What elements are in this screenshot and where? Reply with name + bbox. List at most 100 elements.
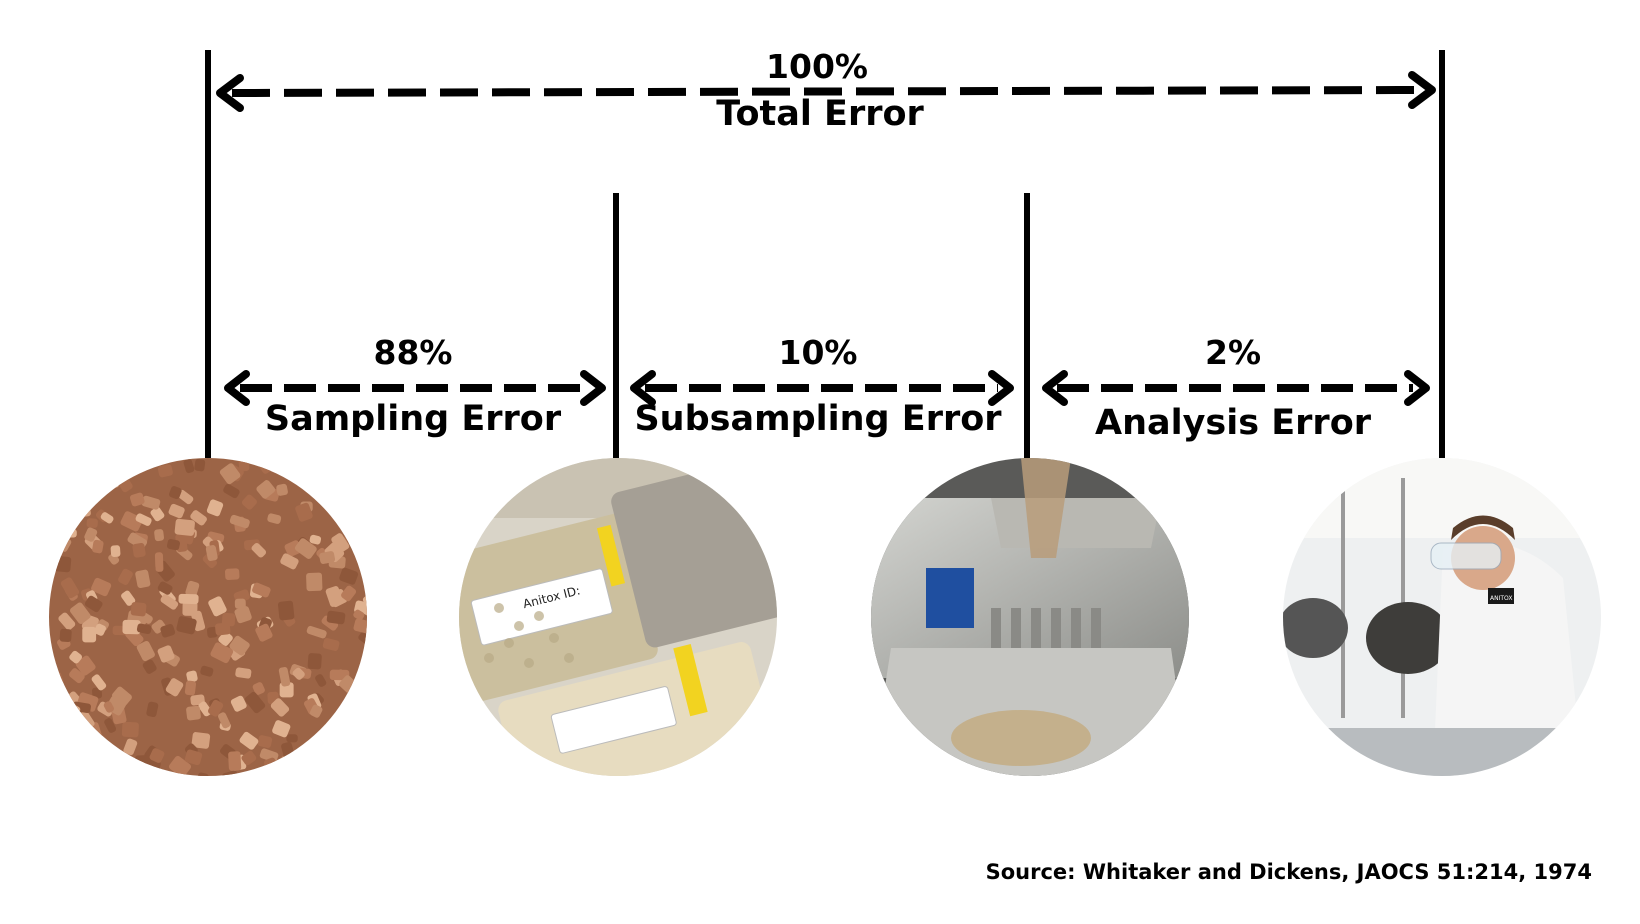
- pellet: [339, 567, 359, 585]
- pellet: [121, 590, 136, 606]
- total-percent: 100%: [766, 47, 868, 86]
- subsampling-percent: 10%: [778, 333, 858, 372]
- pellet: [255, 623, 273, 642]
- pellet: [228, 751, 242, 771]
- pellet: [130, 602, 147, 617]
- analysis-percent: 2%: [1204, 333, 1262, 372]
- pellet: [278, 667, 291, 687]
- pellet: [150, 506, 165, 522]
- pellet: [54, 556, 72, 573]
- pellet: [178, 593, 199, 605]
- pellet: [135, 569, 151, 589]
- pellet: [306, 625, 327, 639]
- pellet: [112, 686, 132, 706]
- sample-bags-image: Anitox ID:: [459, 458, 777, 776]
- pellet: [256, 480, 276, 499]
- pellet: [241, 750, 257, 766]
- pellets-image: [49, 458, 367, 776]
- pellet: [208, 596, 227, 617]
- pellet: [341, 585, 357, 602]
- pellet: [292, 667, 305, 680]
- pellet: [322, 637, 340, 651]
- lab-scientist-image: ANITOX: [1283, 458, 1601, 776]
- pellet: [196, 772, 209, 776]
- pellet: [353, 618, 367, 634]
- pellet: [186, 670, 198, 683]
- pellet: [60, 577, 80, 599]
- source-citation: Source: Whitaker and Dickens, JAOCS 51:2…: [985, 860, 1592, 884]
- analysis-arrow: [1042, 370, 1430, 406]
- pellet: [215, 622, 231, 636]
- pellet: [241, 494, 257, 510]
- pellet: [309, 704, 323, 718]
- pellet: [160, 624, 176, 638]
- pellet: [177, 489, 194, 505]
- pellet: [286, 734, 298, 743]
- total-arrow: [216, 71, 1436, 112]
- pellet: [321, 615, 339, 631]
- pellet: [234, 598, 246, 609]
- pellet: [206, 626, 218, 638]
- pellet: [94, 623, 106, 636]
- pellet: [267, 513, 282, 524]
- pellet: [252, 582, 271, 598]
- pellet: [174, 518, 195, 536]
- pellet: [194, 458, 206, 472]
- pellet: [234, 606, 252, 624]
- pellet: [306, 572, 323, 592]
- pellet: [353, 609, 365, 621]
- pellet: [210, 642, 234, 664]
- pellet: [251, 542, 267, 558]
- pellet: [84, 527, 98, 542]
- pellet: [157, 581, 173, 595]
- pellet: [200, 665, 214, 677]
- pellet: [185, 580, 200, 597]
- pellet: [92, 687, 103, 699]
- subsampling-arrow: [630, 370, 1014, 406]
- pellet: [276, 483, 288, 496]
- pellet: [119, 478, 133, 493]
- subsampling-label: Subsampling Error: [634, 399, 1002, 439]
- analysis-label: Analysis Error: [1094, 403, 1372, 443]
- pellet: [294, 538, 317, 559]
- pellet: [184, 680, 197, 696]
- pellet: [208, 699, 224, 717]
- pellet: [82, 626, 97, 643]
- pellet: [168, 503, 185, 519]
- pellet: [169, 486, 182, 500]
- pellet: [136, 640, 155, 662]
- pellet: [91, 674, 107, 691]
- pellet: [69, 650, 82, 664]
- sampling-label: Sampling Error: [264, 399, 562, 439]
- pellet: [157, 645, 175, 663]
- pellet: [230, 695, 247, 712]
- pellet: [160, 594, 179, 610]
- pellet: [319, 551, 336, 564]
- pellet: [84, 595, 103, 613]
- pellet: [142, 659, 157, 674]
- pellet: [141, 495, 161, 510]
- pellet: [58, 612, 76, 631]
- coat-logo-text: ANITOX: [1490, 595, 1512, 602]
- sampling-percent: 88%: [373, 333, 453, 372]
- sampling-arrow: [224, 370, 606, 406]
- photo-sample-bags: Anitox ID:: [459, 458, 777, 776]
- pellet: [136, 623, 152, 635]
- pellet: [121, 721, 139, 738]
- pellet: [103, 701, 114, 713]
- pellet: [130, 492, 145, 507]
- pellet: [165, 678, 184, 697]
- pellet: [118, 568, 133, 585]
- pellet: [146, 701, 159, 718]
- pellet: [154, 529, 165, 542]
- pellet: [205, 545, 218, 561]
- pellet: [229, 514, 250, 529]
- pellet: [325, 586, 344, 607]
- pellet: [326, 610, 346, 625]
- pellet: [218, 631, 233, 647]
- pellet: [331, 533, 350, 553]
- pellet: [218, 712, 231, 729]
- riffle-divider-image: [871, 458, 1189, 776]
- pellet: [86, 518, 98, 528]
